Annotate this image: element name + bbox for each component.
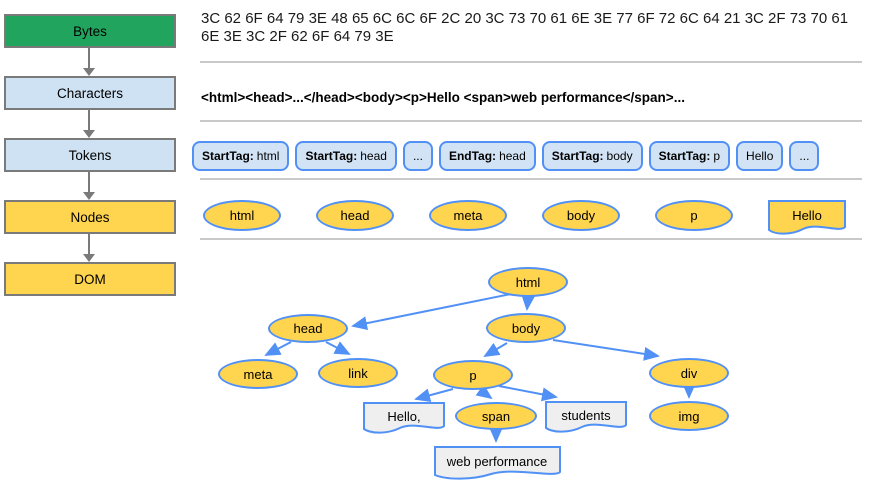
token-type: EndTag: bbox=[448, 149, 497, 163]
pipeline-down-arrow bbox=[4, 110, 176, 138]
arrow-line bbox=[88, 172, 90, 193]
tree-edge bbox=[498, 385, 558, 402]
text-node-label: web performance bbox=[446, 453, 548, 469]
node-p: p bbox=[655, 200, 733, 231]
stage-bytes: Bytes bbox=[4, 14, 176, 48]
tree-node-webperf: web performance bbox=[433, 446, 561, 482]
tree-node-students: students bbox=[545, 401, 627, 435]
node-meta: meta bbox=[429, 200, 507, 231]
token-type: StartTag: bbox=[551, 149, 604, 163]
bytes-text: 3C 62 6F 64 79 3E 48 65 6C 6C 6F 2C 20 3… bbox=[201, 10, 848, 46]
divider bbox=[200, 178, 862, 180]
nodes-row: html head meta body p Hello bbox=[203, 200, 846, 237]
tree-node-body: body bbox=[486, 313, 566, 343]
divider bbox=[200, 238, 862, 240]
arrow-head-icon bbox=[83, 254, 95, 262]
divider bbox=[200, 120, 862, 122]
tree-node-span: span bbox=[455, 402, 537, 430]
token-pill: StartTag:body bbox=[541, 141, 643, 171]
tree-node-html: html bbox=[488, 267, 568, 297]
tree-node-head: head bbox=[268, 313, 348, 343]
node-html: html bbox=[203, 200, 281, 231]
token-pill: ... bbox=[402, 141, 433, 171]
text-node-shape bbox=[363, 402, 445, 434]
stage-nodes: Nodes bbox=[4, 200, 176, 234]
pipeline-down-arrow bbox=[4, 234, 176, 262]
bytes-line: 6E 3E 3C 2F 62 6F 64 79 3E bbox=[201, 28, 394, 45]
tree-node-meta: meta bbox=[218, 359, 298, 389]
token-value: p bbox=[713, 149, 721, 163]
token-pill: ... bbox=[789, 141, 820, 171]
tree-edge bbox=[264, 341, 292, 356]
tree-edge bbox=[351, 293, 512, 331]
tree-edge bbox=[552, 339, 660, 361]
token-type: StartTag: bbox=[202, 149, 254, 163]
token-pill: StartTag:p bbox=[648, 141, 731, 171]
pipeline-down-arrow bbox=[4, 172, 176, 200]
tree-edge bbox=[325, 341, 351, 355]
node-body: body bbox=[542, 200, 620, 231]
tree-node-img: img bbox=[649, 401, 729, 431]
arrow-head-icon bbox=[83, 68, 95, 76]
pipeline-down-arrow bbox=[4, 48, 176, 76]
stage-characters: Characters bbox=[4, 76, 176, 110]
tree-edge bbox=[475, 384, 493, 400]
tree-node-link: link bbox=[318, 358, 398, 388]
stage-label-nodes: Nodes bbox=[70, 209, 110, 225]
characters-text: <html><head>...</head><body><p>Hello <sp… bbox=[201, 90, 685, 105]
text-node-label: Hello bbox=[792, 208, 822, 223]
token-pill: Hello bbox=[736, 141, 784, 171]
token-pill: StartTag:html bbox=[192, 141, 290, 171]
token-value: ... bbox=[412, 149, 423, 163]
node-head: head bbox=[316, 200, 394, 231]
token-pill: EndTag:head bbox=[438, 141, 536, 171]
token-pill: StartTag:head bbox=[295, 141, 397, 171]
node-text-Hello: Hello bbox=[768, 200, 846, 237]
stage-label-tokens: Tokens bbox=[68, 147, 112, 163]
bytes-line: 3C 62 6F 64 79 3E 48 65 6C 6C 6F 2C 20 3… bbox=[201, 10, 849, 27]
token-value: head bbox=[360, 149, 387, 163]
token-type: StartTag: bbox=[658, 149, 711, 163]
stage-dom: DOM bbox=[4, 262, 176, 296]
text-node-label: students bbox=[561, 407, 611, 423]
text-node-shape bbox=[433, 446, 561, 480]
arrow-line bbox=[88, 110, 90, 131]
stage-tokens: Tokens bbox=[4, 138, 176, 172]
tree-edge bbox=[414, 388, 454, 403]
tree-edge bbox=[483, 342, 508, 358]
stage-label-bytes: Bytes bbox=[73, 23, 107, 39]
arrow-line bbox=[88, 48, 90, 69]
arrow-head-icon bbox=[83, 192, 95, 200]
token-value: Hello bbox=[746, 149, 774, 163]
stage-label-dom: DOM bbox=[74, 271, 106, 287]
token-value: body bbox=[606, 149, 633, 163]
divider bbox=[200, 61, 862, 63]
arrow-line bbox=[88, 234, 90, 255]
text-node-shape bbox=[768, 200, 846, 235]
token-type: StartTag: bbox=[305, 149, 358, 163]
token-value: ... bbox=[799, 149, 810, 163]
tree-node-hello: Hello, bbox=[363, 402, 445, 436]
tree-node-p: p bbox=[433, 360, 513, 390]
token-value: html bbox=[256, 149, 280, 163]
token-value: head bbox=[499, 149, 526, 163]
text-node-label: Hello, bbox=[387, 408, 421, 424]
text-node-shape bbox=[545, 401, 627, 433]
tree-node-div: div bbox=[649, 358, 729, 388]
arrow-head-icon bbox=[83, 130, 95, 138]
stage-label-characters: Characters bbox=[56, 85, 124, 101]
tree-edge bbox=[521, 294, 536, 311]
